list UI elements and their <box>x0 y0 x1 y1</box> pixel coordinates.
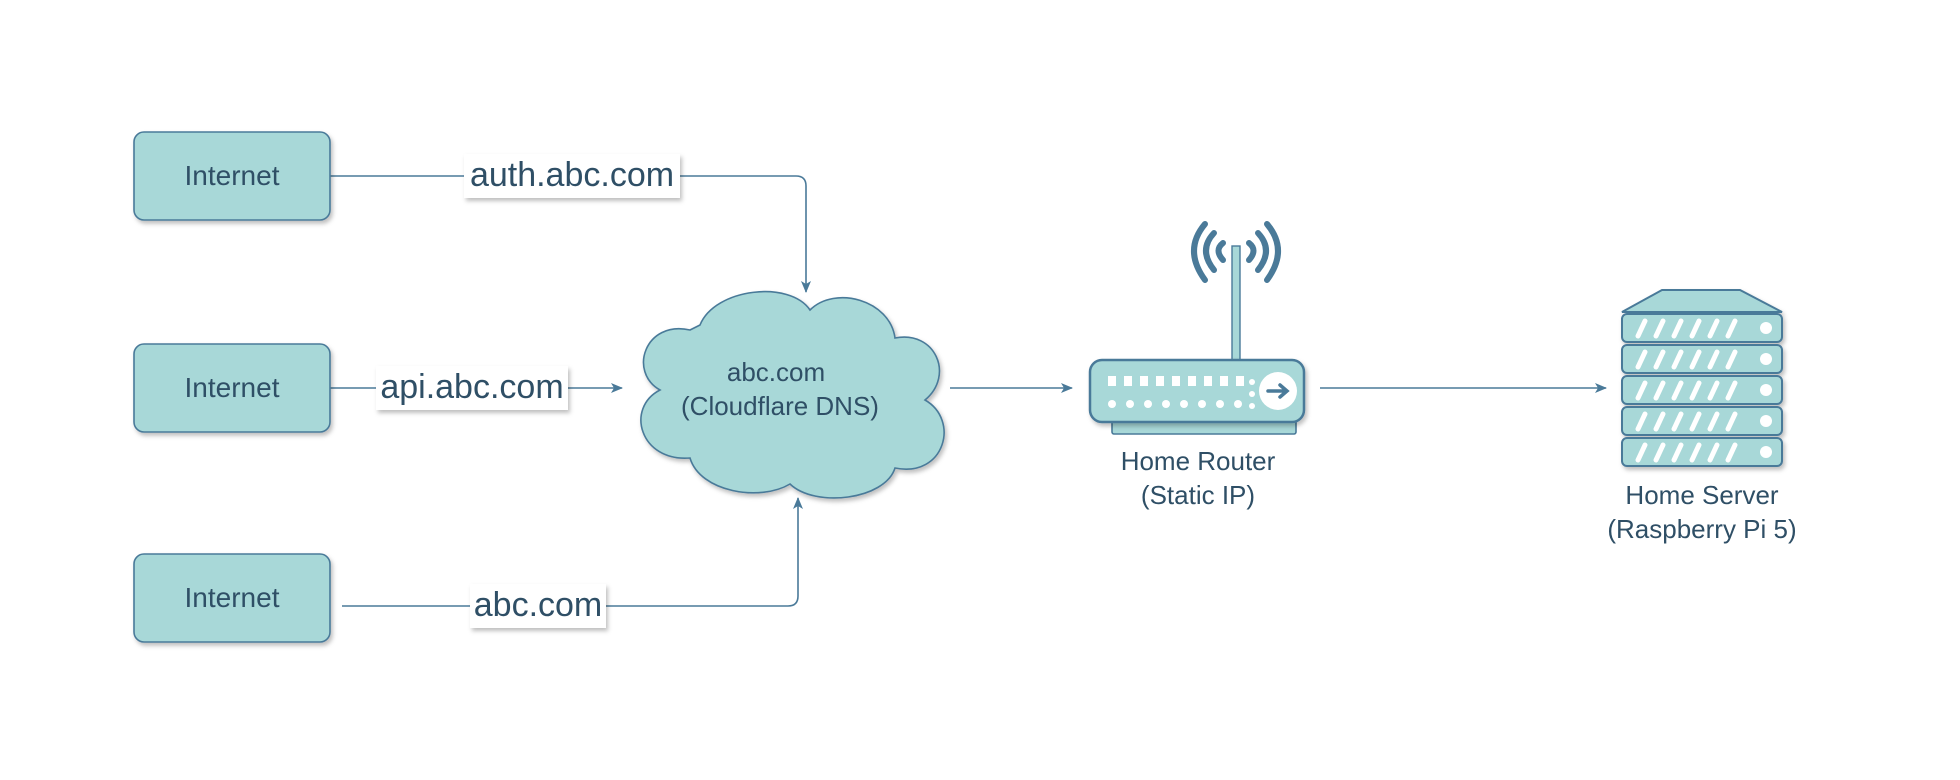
home-router: Home Router (Static IP) <box>1088 221 1306 510</box>
internet-node-2: Internet <box>133 343 331 433</box>
edge-root-to-dns <box>342 497 803 607</box>
edge-label-root: abc.com <box>470 584 606 628</box>
router-label-line1: Home Router <box>1121 446 1276 476</box>
home-server: Home Server (Raspberry Pi 5) <box>1607 289 1797 544</box>
edge-label-api-text: api.abc.com <box>380 368 563 406</box>
edge-auth-to-dns <box>330 175 811 293</box>
edge-label-auth-text: auth.abc.com <box>470 156 674 194</box>
internet-node-2-label: Internet <box>185 372 280 403</box>
dns-cloud: abc.com (Cloudflare DNS) <box>640 290 945 499</box>
internet-node-1-label: Internet <box>185 160 280 191</box>
server-label-line1: Home Server <box>1625 480 1778 510</box>
internet-node-3: Internet <box>133 553 331 643</box>
internet-node-1: Internet <box>133 131 331 221</box>
edge-label-auth: auth.abc.com <box>464 154 680 198</box>
edge-label-root-text: abc.com <box>474 586 603 624</box>
dns-label-line2: (Cloudflare DNS) <box>681 391 879 421</box>
server-icon <box>1621 289 1783 467</box>
router-icon <box>1088 221 1306 435</box>
router-label-line2: (Static IP) <box>1141 480 1255 510</box>
edge-label-api: api.abc.com <box>376 366 568 410</box>
dns-label-line1: abc.com <box>727 357 825 387</box>
cloud-icon <box>640 290 945 499</box>
internet-node-3-label: Internet <box>185 582 280 613</box>
server-label-line2: (Raspberry Pi 5) <box>1607 514 1796 544</box>
